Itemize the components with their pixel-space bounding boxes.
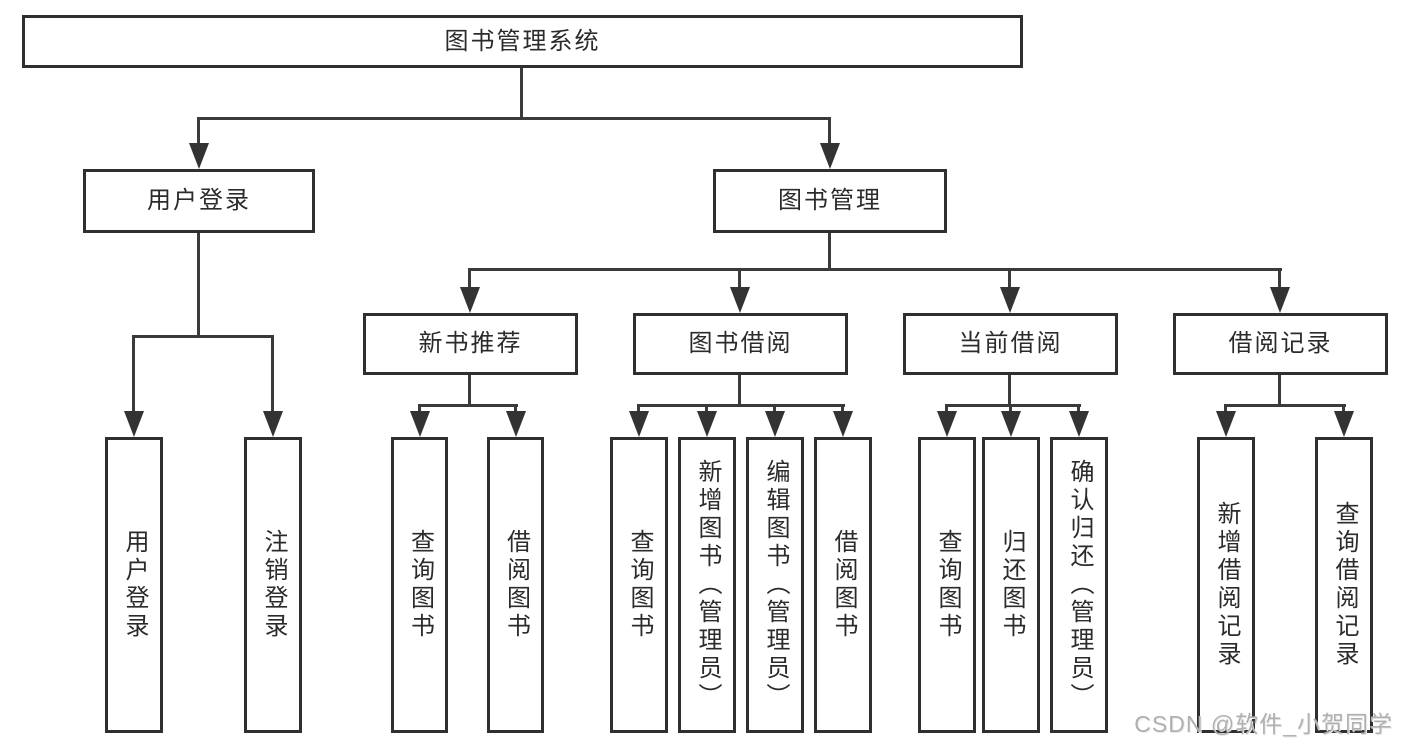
connector-stem bbox=[945, 404, 948, 416]
leaf-query-books-current: 查询图书 bbox=[918, 437, 976, 733]
node-book-borrow: 图书借阅 bbox=[633, 313, 848, 375]
arrowhead-down-icon bbox=[263, 411, 283, 437]
connector-stem bbox=[1009, 404, 1012, 416]
arrowhead-down-icon bbox=[833, 411, 853, 437]
connector-stem bbox=[773, 404, 776, 416]
connector-level2-rail bbox=[197, 117, 831, 120]
leaf-query-borrow-record: 查询借阅记录 bbox=[1315, 437, 1373, 733]
connector-stem bbox=[738, 375, 741, 407]
connector-stem bbox=[705, 404, 708, 416]
connector-rail bbox=[418, 404, 518, 407]
arrowhead-down-icon bbox=[1334, 411, 1354, 437]
arrowhead-down-icon bbox=[460, 287, 480, 313]
connector-stem bbox=[1008, 268, 1011, 292]
connector-stem bbox=[514, 404, 517, 416]
leaf-return-books: 归还图书 bbox=[982, 437, 1040, 733]
connector-stem bbox=[1342, 404, 1345, 416]
connector-stem bbox=[828, 117, 831, 147]
connector-stem bbox=[1278, 268, 1281, 292]
node-book-management: 图书管理 bbox=[713, 169, 947, 233]
leaf-query-books-recommend: 查询图书 bbox=[391, 437, 448, 733]
connector-rail bbox=[637, 404, 845, 407]
leaf-logout: 注销登录 bbox=[244, 437, 302, 733]
arrowhead-down-icon bbox=[124, 411, 144, 437]
connector-stem bbox=[738, 268, 741, 292]
connector-stem bbox=[468, 375, 471, 407]
arrowhead-down-icon bbox=[189, 143, 209, 169]
connector-stem bbox=[418, 404, 421, 416]
leaf-add-borrow-record: 新增借阅记录 bbox=[1197, 437, 1255, 733]
node-new-book-recommend: 新书推荐 bbox=[363, 313, 578, 375]
arrowhead-down-icon bbox=[1001, 411, 1021, 437]
leaf-confirm-return-admin: 确认归还（管理员） bbox=[1050, 437, 1108, 733]
arrowhead-down-icon bbox=[1216, 411, 1236, 437]
connector-book-mgmt-stem bbox=[828, 233, 831, 271]
arrowhead-down-icon bbox=[937, 411, 957, 437]
arrowhead-down-icon bbox=[730, 287, 750, 313]
arrowhead-down-icon bbox=[410, 411, 430, 437]
csdn-watermark: CSDN @软件_小贺同学 bbox=[1134, 711, 1393, 737]
connector-stem bbox=[132, 335, 135, 415]
connector-stem bbox=[1008, 375, 1011, 407]
connector-stem bbox=[271, 335, 274, 415]
arrowhead-down-icon bbox=[1069, 411, 1089, 437]
connector-stem bbox=[1278, 375, 1281, 407]
connector-stem bbox=[637, 404, 640, 416]
connector-user-login-stem bbox=[197, 233, 200, 338]
leaf-add-books-admin: 新增图书（管理员） bbox=[678, 437, 736, 733]
leaf-borrow-books: 借阅图书 bbox=[814, 437, 872, 733]
arrowhead-down-icon bbox=[1000, 287, 1020, 313]
arrowhead-down-icon bbox=[629, 411, 649, 437]
leaf-query-books-borrow: 查询图书 bbox=[610, 437, 668, 733]
node-borrow-records: 借阅记录 bbox=[1173, 313, 1388, 375]
arrowhead-down-icon bbox=[820, 143, 840, 169]
node-library-system: 图书管理系统 bbox=[22, 15, 1023, 68]
connector-stem bbox=[841, 404, 844, 416]
connector-level3-rail bbox=[468, 268, 1282, 271]
leaf-borrow-books-recommend: 借阅图书 bbox=[487, 437, 544, 733]
connector-root-stem bbox=[520, 68, 523, 120]
connector-rail bbox=[945, 404, 1081, 407]
connector-stem bbox=[468, 268, 471, 292]
arrowhead-down-icon bbox=[506, 411, 526, 437]
node-current-borrow: 当前借阅 bbox=[903, 313, 1118, 375]
connector-rail bbox=[1224, 404, 1346, 407]
connector-stem bbox=[1077, 404, 1080, 416]
leaf-user-login: 用户登录 bbox=[105, 437, 163, 733]
arrowhead-down-icon bbox=[1270, 287, 1290, 313]
node-user-login: 用户登录 bbox=[83, 169, 315, 233]
arrowhead-down-icon bbox=[697, 411, 717, 437]
arrowhead-down-icon bbox=[765, 411, 785, 437]
connector-user-login-rail bbox=[132, 335, 274, 338]
leaf-edit-books-admin: 编辑图书（管理员） bbox=[746, 437, 804, 733]
connector-stem bbox=[1224, 404, 1227, 416]
connector-stem bbox=[197, 117, 200, 147]
